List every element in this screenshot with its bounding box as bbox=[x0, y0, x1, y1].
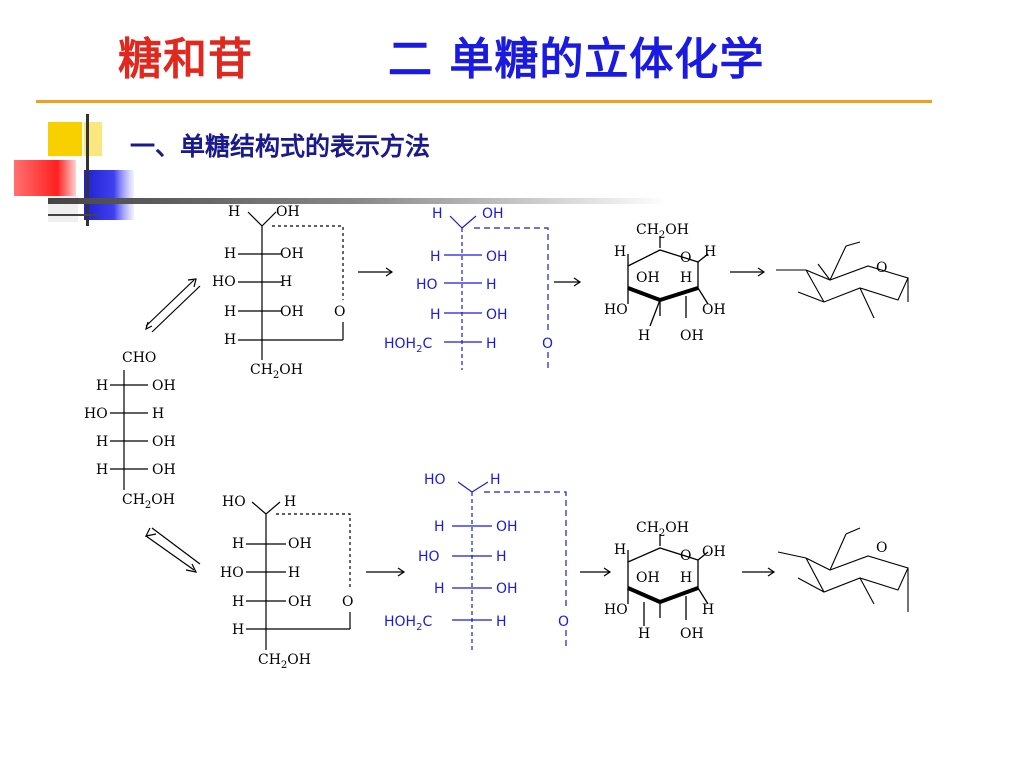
svg-text:OH: OH bbox=[288, 594, 312, 610]
svg-text:OH: OH bbox=[486, 249, 508, 265]
svg-text:H: H bbox=[232, 594, 244, 610]
svg-text:OH: OH bbox=[496, 581, 518, 597]
section-heading: 一、单糖结构式的表示方法 bbox=[130, 132, 431, 161]
svg-text:HO: HO bbox=[212, 274, 236, 290]
svg-text:CH2OH: CH2OH bbox=[122, 492, 175, 511]
svg-text:O: O bbox=[342, 594, 353, 610]
svg-text:H: H bbox=[430, 307, 441, 323]
svg-text:H: H bbox=[232, 622, 244, 638]
svg-text:H: H bbox=[284, 494, 296, 510]
svg-text:OH: OH bbox=[288, 536, 312, 552]
svg-text:O: O bbox=[876, 540, 887, 556]
svg-text:H: H bbox=[638, 626, 650, 642]
svg-text:HOH2C: HOH2C bbox=[384, 336, 432, 355]
svg-text:O: O bbox=[680, 548, 691, 564]
svg-text:H: H bbox=[430, 249, 441, 265]
svg-text:H: H bbox=[96, 434, 108, 450]
svg-text:H: H bbox=[432, 206, 443, 222]
svg-text:HO: HO bbox=[416, 277, 438, 293]
svg-text:H: H bbox=[486, 277, 497, 293]
slide-title-section: 二 单糖的立体化学 bbox=[388, 34, 765, 85]
svg-text:HO: HO bbox=[604, 602, 628, 618]
svg-text:HOH2C: HOH2C bbox=[384, 614, 432, 633]
svg-text:OH: OH bbox=[680, 328, 704, 344]
svg-text:HO: HO bbox=[604, 302, 628, 318]
svg-text:O: O bbox=[334, 304, 345, 320]
svg-text:OH: OH bbox=[152, 378, 176, 394]
svg-text:H: H bbox=[704, 244, 716, 260]
svg-text:H: H bbox=[288, 565, 300, 581]
svg-text:H: H bbox=[280, 274, 292, 290]
svg-text:OH: OH bbox=[482, 206, 504, 222]
svg-text:OH: OH bbox=[496, 519, 518, 535]
svg-text:OH: OH bbox=[702, 302, 726, 318]
svg-text:OH: OH bbox=[702, 544, 726, 560]
svg-text:H: H bbox=[702, 602, 714, 618]
svg-text:H: H bbox=[638, 328, 650, 344]
svg-text:OH: OH bbox=[680, 626, 704, 642]
svg-text:H: H bbox=[614, 244, 626, 260]
svg-text:O: O bbox=[876, 260, 887, 276]
svg-text:CH2OH: CH2OH bbox=[258, 652, 311, 671]
svg-text:OH: OH bbox=[636, 570, 660, 586]
svg-text:H: H bbox=[680, 270, 692, 286]
title-underline bbox=[36, 100, 932, 103]
svg-text:HO: HO bbox=[222, 494, 246, 510]
svg-text:H: H bbox=[232, 536, 244, 552]
open-chain-c1-label: CHO bbox=[122, 350, 156, 366]
svg-text:H: H bbox=[152, 406, 164, 422]
svg-text:H: H bbox=[496, 614, 507, 630]
svg-text:OH: OH bbox=[276, 204, 300, 220]
svg-text:HO: HO bbox=[418, 549, 440, 565]
svg-text:CH2OH: CH2OH bbox=[636, 222, 689, 241]
svg-text:H: H bbox=[224, 304, 236, 320]
svg-text:H: H bbox=[490, 472, 501, 488]
svg-text:H: H bbox=[224, 332, 236, 348]
svg-text:H: H bbox=[96, 462, 108, 478]
svg-text:CH2OH: CH2OH bbox=[250, 362, 303, 381]
decorative-squares bbox=[14, 114, 668, 226]
svg-text:HO: HO bbox=[424, 472, 446, 488]
svg-text:OH: OH bbox=[636, 270, 660, 286]
svg-text:HO: HO bbox=[220, 565, 244, 581]
slide-title-chapter: 糖和苷 bbox=[118, 34, 253, 85]
svg-text:H: H bbox=[434, 519, 445, 535]
svg-text:OH: OH bbox=[486, 307, 508, 323]
svg-text:H: H bbox=[496, 549, 507, 565]
svg-text:O: O bbox=[558, 614, 569, 630]
svg-text:OH: OH bbox=[152, 434, 176, 450]
svg-text:O: O bbox=[542, 336, 553, 352]
svg-text:OH: OH bbox=[152, 462, 176, 478]
svg-text:H: H bbox=[486, 336, 497, 352]
svg-text:H: H bbox=[228, 204, 240, 220]
svg-text:OH: OH bbox=[280, 246, 304, 262]
svg-text:H: H bbox=[224, 246, 236, 262]
svg-text:H: H bbox=[680, 570, 692, 586]
svg-text:CH2OH: CH2OH bbox=[636, 520, 689, 539]
svg-text:H: H bbox=[434, 581, 445, 597]
svg-text:HO: HO bbox=[84, 406, 108, 422]
svg-text:OH: OH bbox=[280, 304, 304, 320]
svg-text:H: H bbox=[96, 378, 108, 394]
svg-text:H: H bbox=[614, 542, 626, 558]
svg-text:O: O bbox=[680, 250, 691, 266]
